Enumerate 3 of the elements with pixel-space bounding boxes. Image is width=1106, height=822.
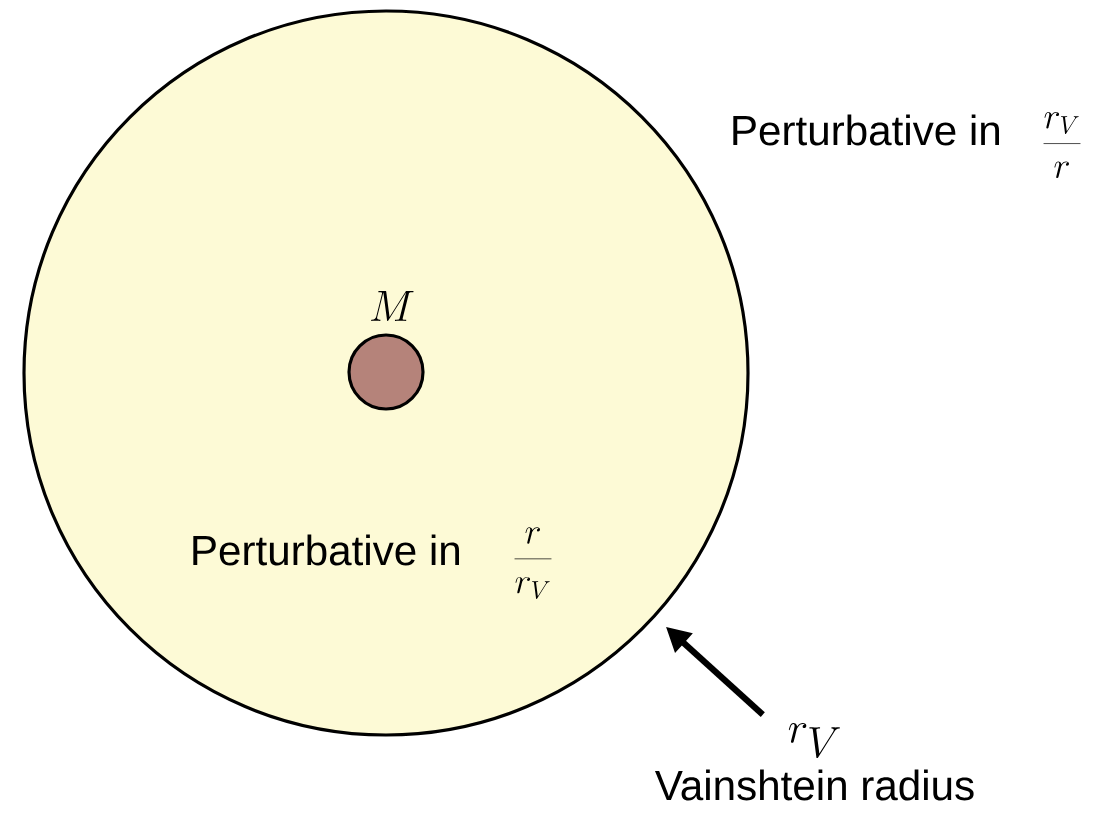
- mass-ball: $M$: [347, 291, 425, 411]
- region-formula: $\frac{r_V}{r}$: [1043, 111, 1081, 179]
- node-label: $M$: [371, 291, 414, 321]
